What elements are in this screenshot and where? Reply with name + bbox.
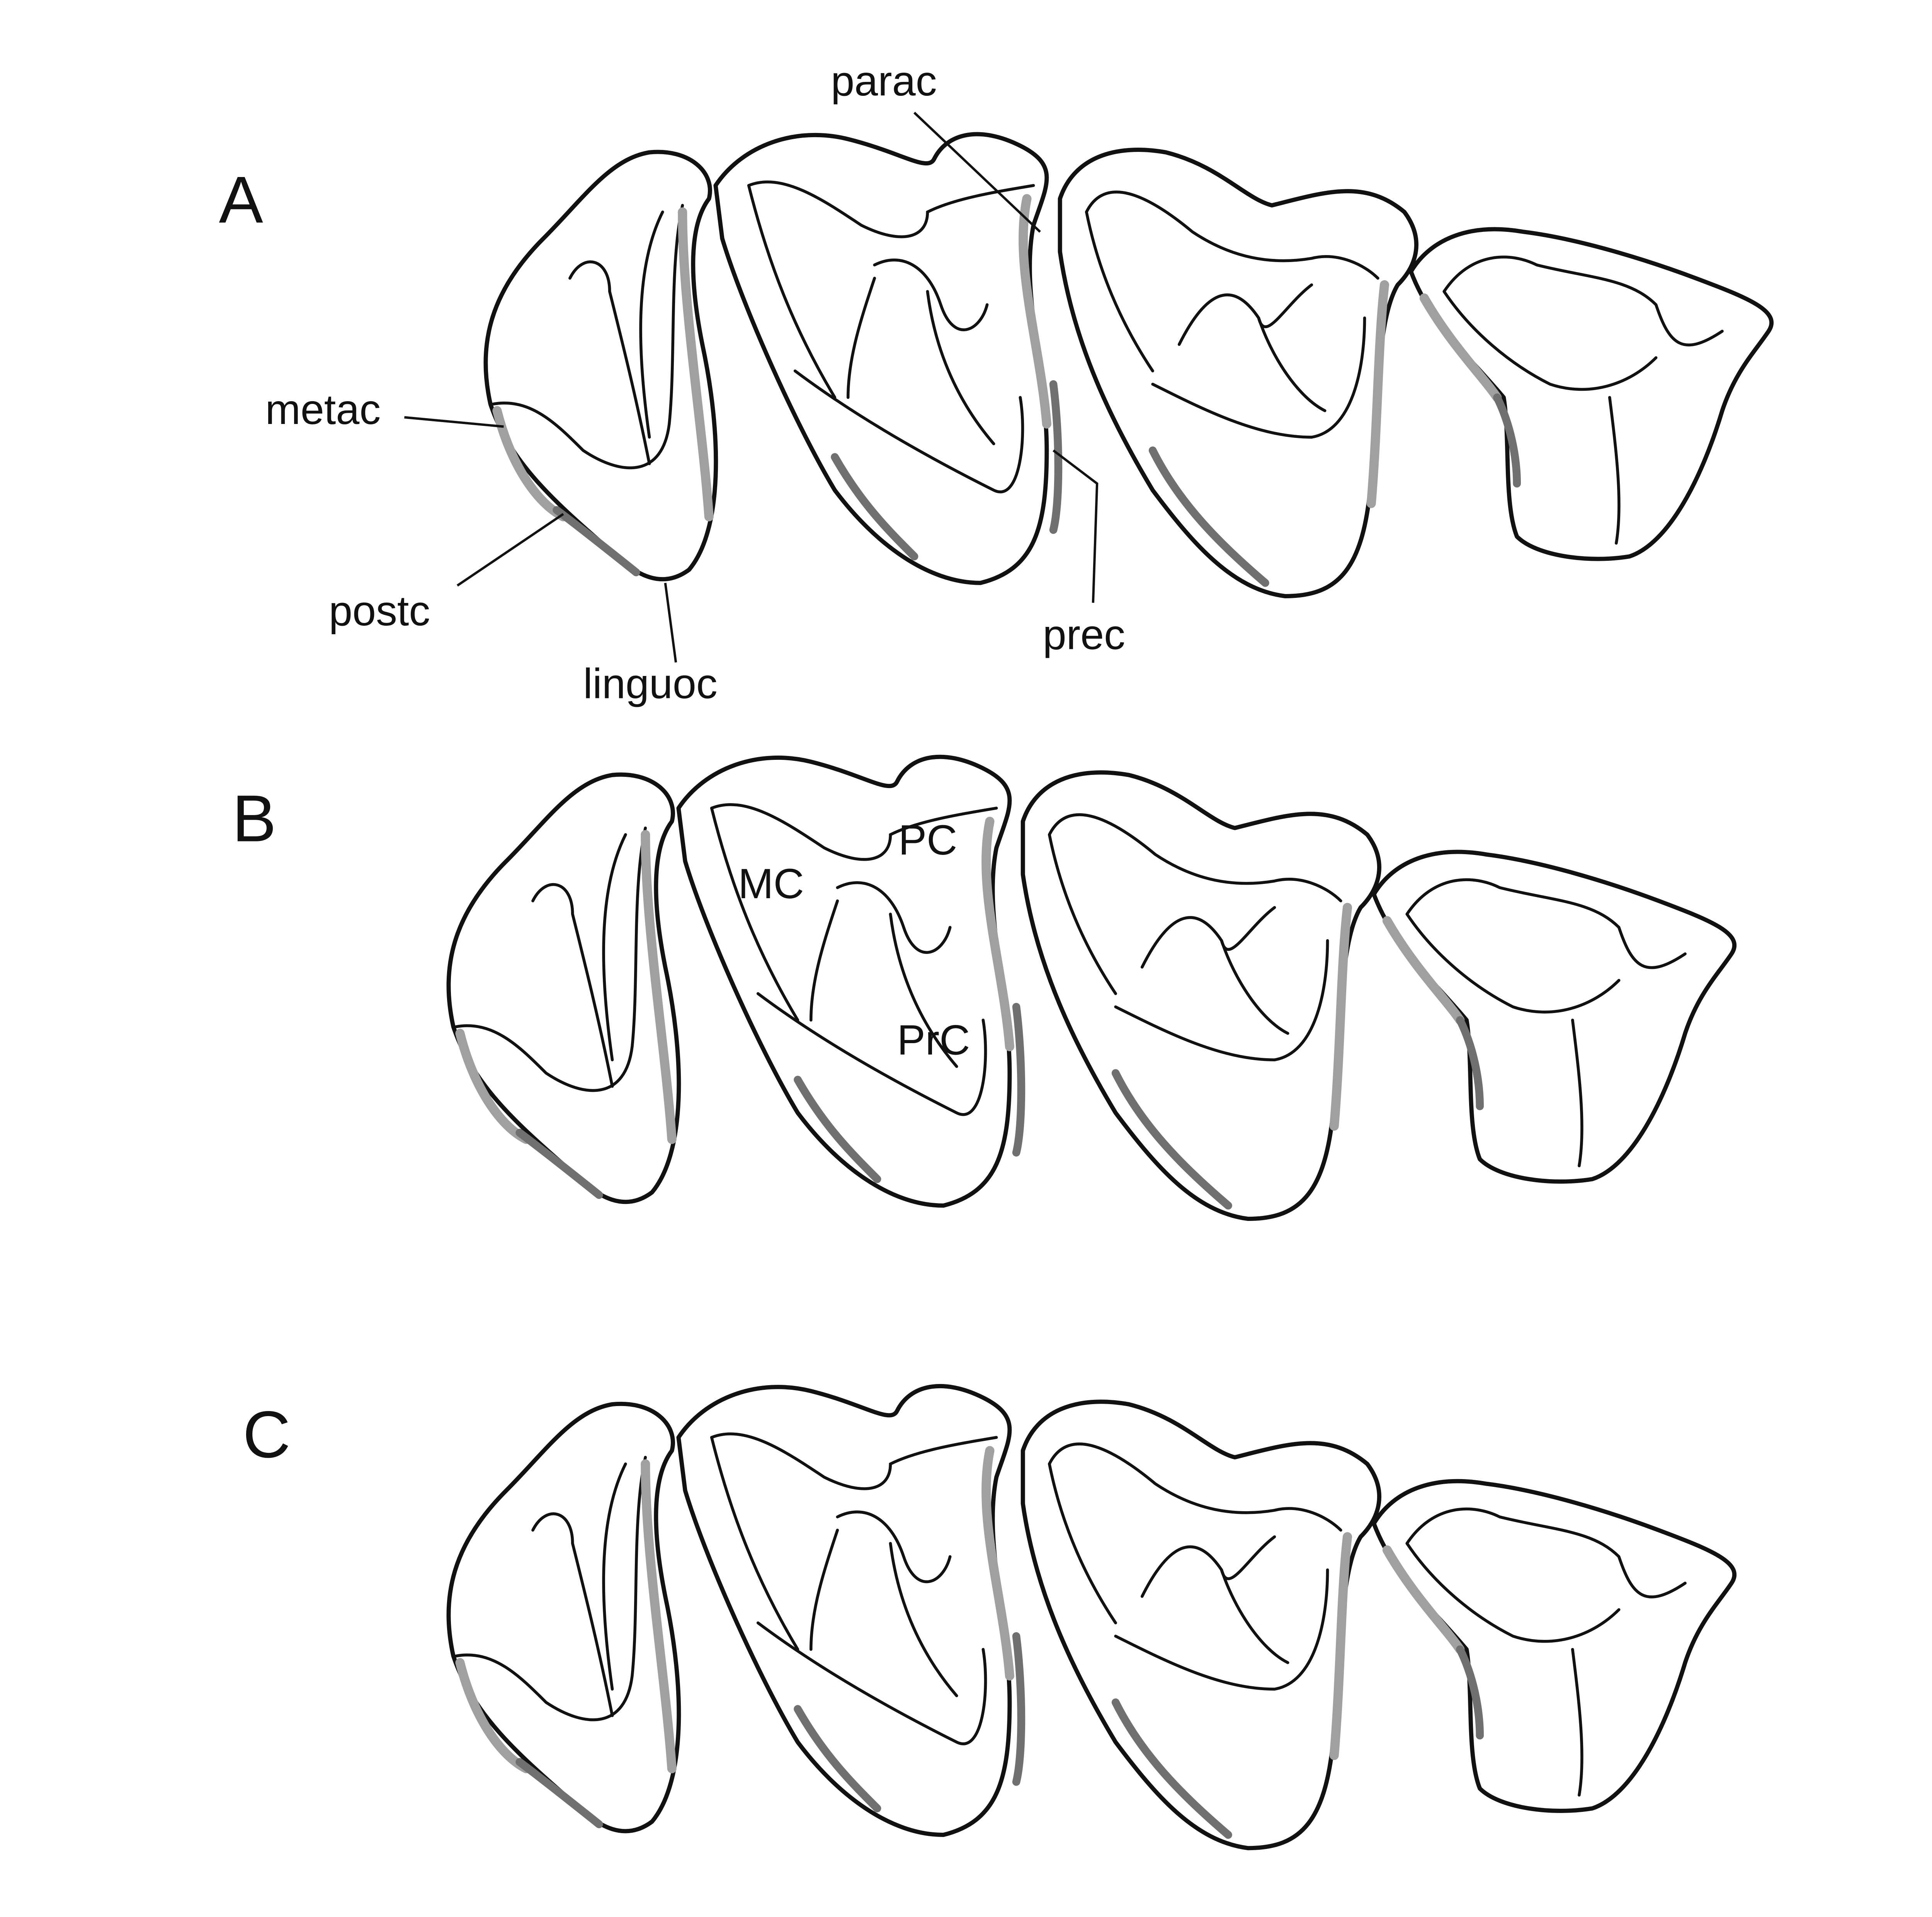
label-metac: metac — [265, 386, 381, 433]
label-pc: PC — [898, 817, 957, 864]
label-parac: parac — [831, 58, 937, 105]
tooth-row-c — [449, 1386, 1735, 1848]
label-linguoc: linguoc — [583, 660, 718, 707]
tooth-row-b — [449, 757, 1735, 1219]
panel-c: C — [243, 1386, 1734, 1848]
label-prec: prec — [1043, 611, 1125, 659]
leader-parac — [913, 112, 1041, 233]
panel-label-a: A — [219, 163, 263, 237]
label-prc: PrC — [897, 1017, 970, 1064]
leader-prec — [1053, 449, 1099, 603]
label-mc: MC — [738, 860, 804, 907]
panel-label-b: B — [232, 782, 276, 856]
leader-metac — [404, 416, 504, 428]
leader-postc — [456, 513, 564, 587]
tooth-row-a — [486, 134, 1772, 596]
label-postc: postc — [329, 587, 430, 635]
leader-linguoc — [664, 582, 677, 663]
panel-label-c: C — [243, 1398, 291, 1472]
panel-b: B MC PC PrC — [232, 757, 1735, 1219]
panel-a: A parac metac postc linguoc prec — [219, 58, 1772, 707]
